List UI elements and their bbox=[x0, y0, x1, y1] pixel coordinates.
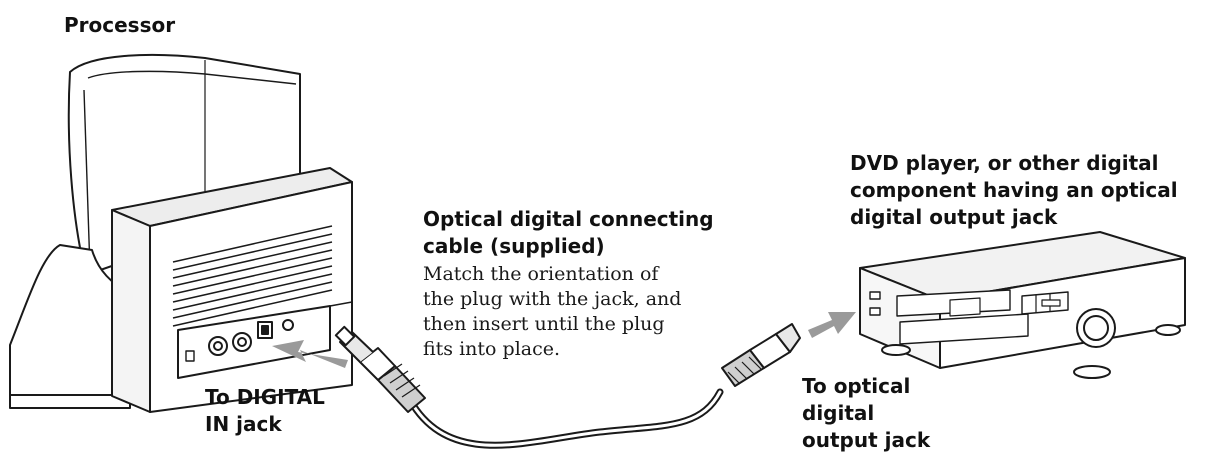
cable-instructions-line: the plug with the jack, and bbox=[423, 288, 682, 310]
cable-instructions-line: Match the orientation of bbox=[423, 263, 659, 285]
cable-instructions-line: then insert until the plug bbox=[423, 313, 665, 335]
optical-output-jack-label: To optical digital output jack bbox=[802, 373, 930, 454]
optical-output-jack-label-line: output jack bbox=[802, 428, 931, 452]
processor-label: Processor bbox=[64, 13, 176, 37]
digital-in-jack-icon bbox=[257, 319, 294, 339]
right-plug-icon bbox=[721, 323, 801, 387]
optical-output-jack-label-line: digital bbox=[802, 401, 875, 425]
dvd-player-label: DVD player, or other digital component h… bbox=[850, 150, 1178, 231]
dvd-player-label-line: digital output jack bbox=[850, 205, 1058, 229]
cable-title-line: cable (supplied) bbox=[423, 234, 605, 258]
arrow-to-optical-output-icon bbox=[808, 312, 856, 338]
digital-in-jack-label: To DIGITAL IN jack bbox=[205, 384, 325, 438]
optical-output-jack-label-line: To optical bbox=[802, 374, 911, 398]
cable-instructions: Match the orientation of the plug with t… bbox=[423, 262, 681, 362]
arrow-to-digital-in-icon bbox=[272, 340, 348, 368]
cable-title-line: Optical digital connecting bbox=[423, 207, 714, 231]
digital-in-jack-label-line: To DIGITAL bbox=[205, 385, 325, 409]
dvd-player-icon bbox=[859, 231, 1186, 379]
cable-instructions-line: fits into place. bbox=[423, 338, 561, 360]
optical-cable-icon bbox=[334, 323, 801, 449]
cable-title-label: Optical digital connecting cable (suppli… bbox=[423, 206, 714, 260]
dvd-player-label-line: component having an optical bbox=[850, 178, 1178, 202]
left-plug-icon bbox=[334, 325, 426, 413]
rca-jack-icon bbox=[208, 332, 252, 356]
dvd-player-label-line: DVD player, or other digital bbox=[850, 151, 1159, 175]
digital-in-jack-label-line: IN jack bbox=[205, 412, 282, 436]
